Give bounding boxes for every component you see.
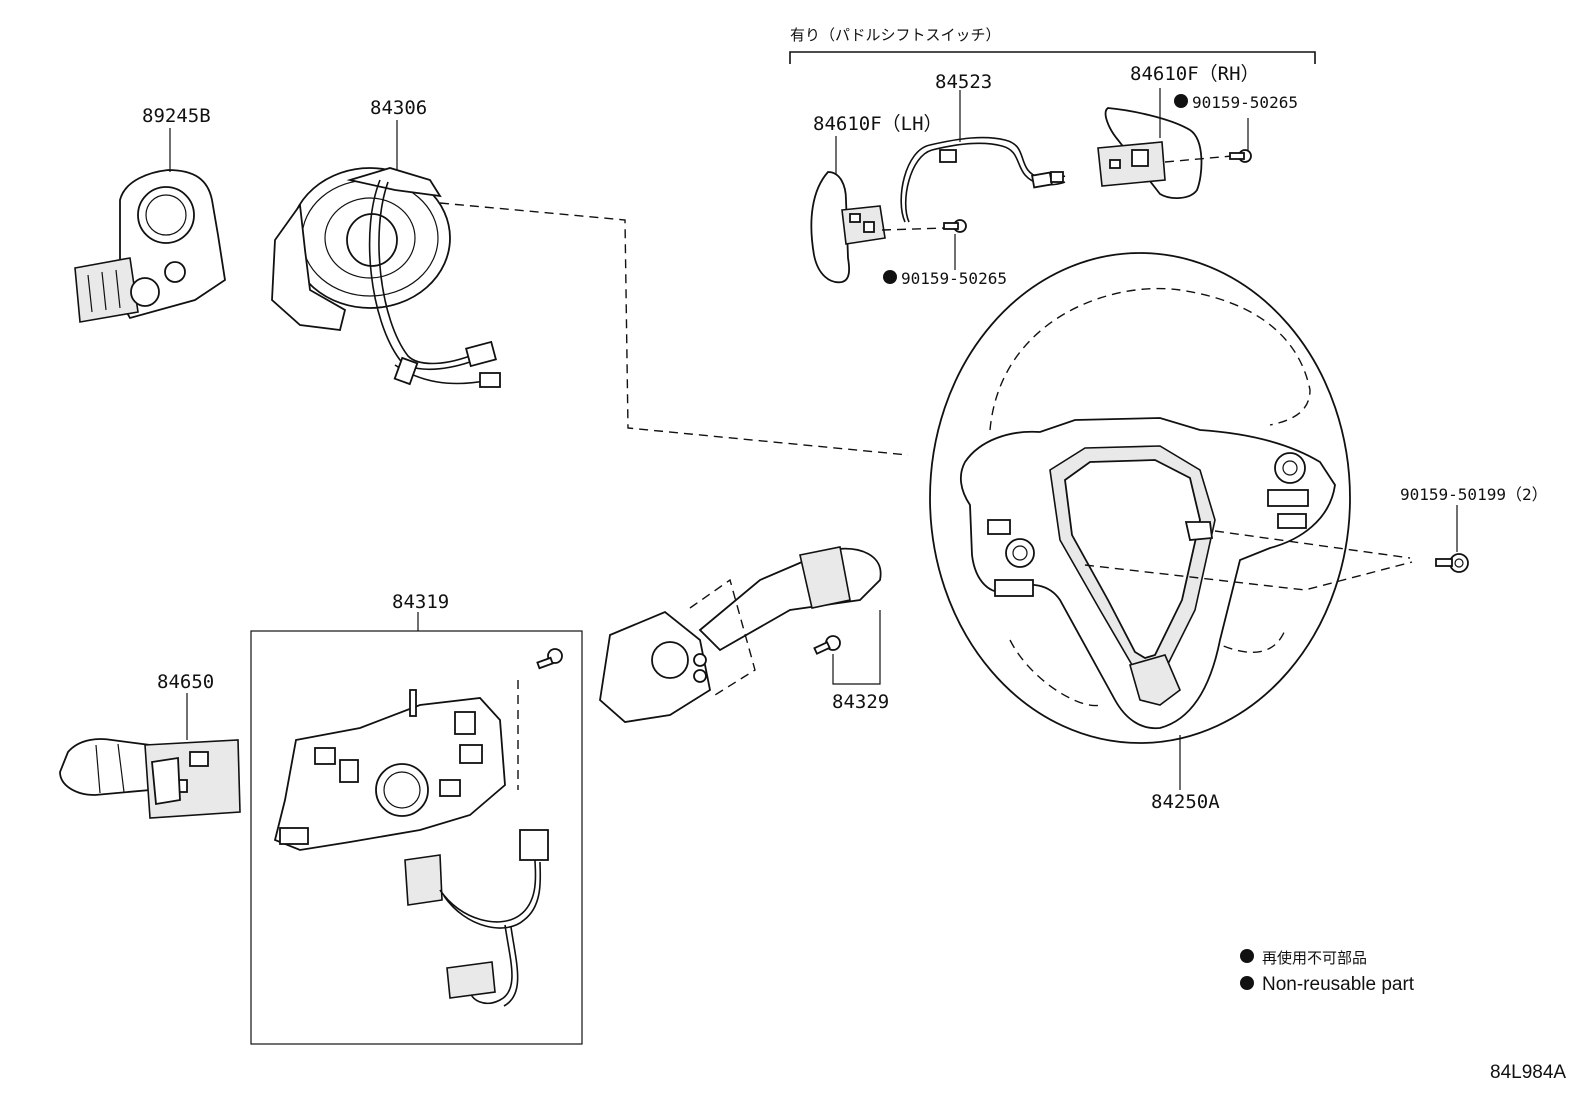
part-84650-switch-lever[interactable] bbox=[59, 738, 241, 819]
non-reusable-mark-lh bbox=[883, 270, 897, 284]
part-label-84319: 84319 bbox=[392, 591, 449, 613]
part-label-84329: 84329 bbox=[832, 691, 889, 713]
paddle-shift-bracket-line bbox=[789, 51, 1316, 64]
paddle-shift-group: 有り（パドルシフトスイッチ） 84523 84610F（LH） bbox=[789, 26, 1316, 288]
part-84610F-LH-paddle[interactable] bbox=[810, 171, 886, 284]
part-84306-spiral-cable[interactable] bbox=[271, 167, 501, 388]
part-label-84523: 84523 bbox=[935, 71, 992, 93]
screw-84319[interactable] bbox=[517, 648, 563, 790]
part-label-bolt-rh: 90159-50265 bbox=[1192, 93, 1298, 112]
drawing-id: 84L984A bbox=[1490, 1062, 1566, 1083]
part-84523-harness[interactable] bbox=[900, 136, 1066, 223]
part-label-84610F-RH: 84610F（RH） bbox=[1130, 63, 1260, 85]
part-84610F-RH-paddle[interactable] bbox=[1097, 107, 1203, 199]
part-84319-switch-body[interactable] bbox=[273, 689, 506, 851]
part-84250A-steering-wheel[interactable] bbox=[929, 252, 1413, 744]
part-label-84610F-LH: 84610F（LH） bbox=[813, 113, 943, 135]
part-84329-wiper-switch[interactable] bbox=[599, 546, 882, 723]
legend-bullet-jp bbox=[1240, 949, 1254, 963]
part-label-84306: 84306 bbox=[370, 97, 427, 119]
bolt-90159-50265-lh[interactable] bbox=[881, 219, 967, 233]
legend: 再使用不可部品 Non-reusable part bbox=[1240, 949, 1415, 995]
part-label-bolt-90159-50199: 90159-50199（2） bbox=[1400, 485, 1548, 504]
legend-bullet-en bbox=[1240, 976, 1254, 990]
part-label-bolt-lh: 90159-50265 bbox=[901, 269, 1007, 288]
non-reusable-mark-rh bbox=[1174, 94, 1188, 108]
part-label-89245B: 89245B bbox=[142, 105, 211, 127]
legend-text-en: Non-reusable part bbox=[1262, 974, 1415, 995]
part-label-84250A: 84250A bbox=[1151, 791, 1220, 813]
leader-84329 bbox=[832, 610, 881, 685]
assembly-guide-spiral-to-wheel bbox=[439, 202, 909, 456]
part-84319-harness[interactable] bbox=[404, 829, 549, 1007]
screw-84329[interactable] bbox=[813, 635, 841, 655]
part-89245B-sensor[interactable] bbox=[74, 169, 226, 323]
bolt-90159-50199[interactable] bbox=[1435, 553, 1469, 573]
part-label-84650: 84650 bbox=[157, 671, 214, 693]
part-84319-box bbox=[250, 630, 583, 1045]
bolt-90159-50265-rh[interactable] bbox=[1164, 149, 1252, 163]
paddle-shift-header-label: 有り（パドルシフトスイッチ） bbox=[790, 26, 1000, 44]
legend-text-jp: 再使用不可部品 bbox=[1262, 949, 1367, 967]
